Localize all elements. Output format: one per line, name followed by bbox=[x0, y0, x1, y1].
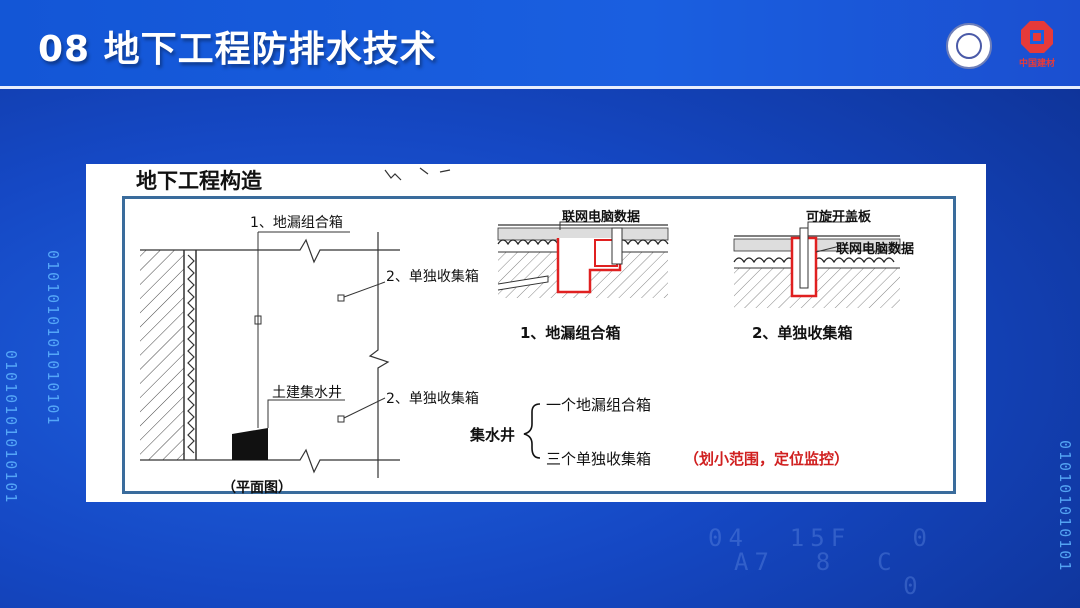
plan-label-combo-box: 1、地漏组合箱 bbox=[250, 215, 343, 231]
plan-top-line bbox=[140, 238, 400, 264]
header-divider bbox=[0, 86, 1080, 89]
decor-binary-left: 0101010101010101 bbox=[44, 250, 62, 427]
detail1-top-label: 联网电脑数据 bbox=[562, 210, 641, 225]
summary-branch1: 一个地漏组合箱 bbox=[546, 396, 652, 414]
header-bar bbox=[0, 0, 1080, 88]
association-logo-icon bbox=[946, 23, 992, 69]
detail1-box-red bbox=[556, 238, 622, 294]
summary-branch2: 三个单独收集箱 bbox=[546, 450, 652, 468]
cnbm-logo-text: 中国建材 bbox=[1018, 59, 1055, 69]
combo-box-marker bbox=[254, 315, 262, 325]
sketch-marks bbox=[384, 167, 451, 181]
plan-bottom-line bbox=[140, 448, 400, 474]
plan-view bbox=[140, 231, 400, 478]
panel-title: 地下工程构造 bbox=[136, 169, 262, 193]
detail1-view bbox=[497, 221, 669, 298]
detail1-riser bbox=[611, 227, 623, 265]
sump-leader bbox=[267, 399, 345, 428]
decor-hex-row1: 04 15F 0 bbox=[708, 524, 933, 552]
detail2-data-leader bbox=[815, 245, 841, 253]
decor-hex-row2: A7 8 C bbox=[734, 548, 898, 576]
single-box-marker-bottom bbox=[337, 415, 345, 423]
detail1-caption: 1、地漏组合箱 bbox=[520, 324, 621, 342]
single-box-leader-bottom bbox=[343, 397, 386, 419]
combo-box-leader bbox=[257, 231, 350, 428]
plan-right-line bbox=[368, 232, 390, 478]
detail2-side-label: 联网电脑数据 bbox=[836, 242, 915, 257]
decor-binary-right: 010101010101 bbox=[1056, 440, 1074, 573]
detail2-top-label: 可旋开盖板 bbox=[806, 210, 872, 225]
diagram-frame bbox=[122, 196, 956, 494]
cnbm-logo: 中国建材 bbox=[1014, 20, 1060, 72]
detail2-riser bbox=[799, 227, 809, 289]
plan-label-sump: 土建集水井 bbox=[272, 385, 342, 401]
plan-drainage-board bbox=[187, 254, 195, 454]
detail2-lid-leader bbox=[807, 221, 850, 230]
plan-wall-hatch bbox=[140, 250, 184, 460]
sump-symbol bbox=[232, 428, 268, 460]
detail1-pipe bbox=[497, 275, 549, 291]
detail2-caption: 2、单独收集箱 bbox=[752, 324, 853, 342]
detail1-leader bbox=[559, 221, 600, 230]
cnbm-logo-icon bbox=[1021, 21, 1053, 53]
page-title: 08 地下工程防排水技术 bbox=[38, 29, 437, 70]
single-box-leader-top bbox=[343, 281, 386, 298]
detail2-view bbox=[733, 221, 901, 308]
single-box-marker-top bbox=[337, 294, 345, 302]
plan-label-single-box-bottom: 2、单独收集箱 bbox=[386, 391, 479, 407]
summary-root: 集水井 bbox=[470, 426, 516, 444]
summary-note: （划小范围，定位监控） bbox=[684, 450, 850, 468]
summary-brace bbox=[523, 403, 541, 459]
plan-caption: （平面图） bbox=[222, 480, 292, 496]
decor-binary-left2: 01010101010101 bbox=[2, 350, 20, 505]
plan-label-single-box-top: 2、单独收集箱 bbox=[386, 269, 479, 285]
decor-hex-row3: 0 bbox=[760, 572, 924, 600]
